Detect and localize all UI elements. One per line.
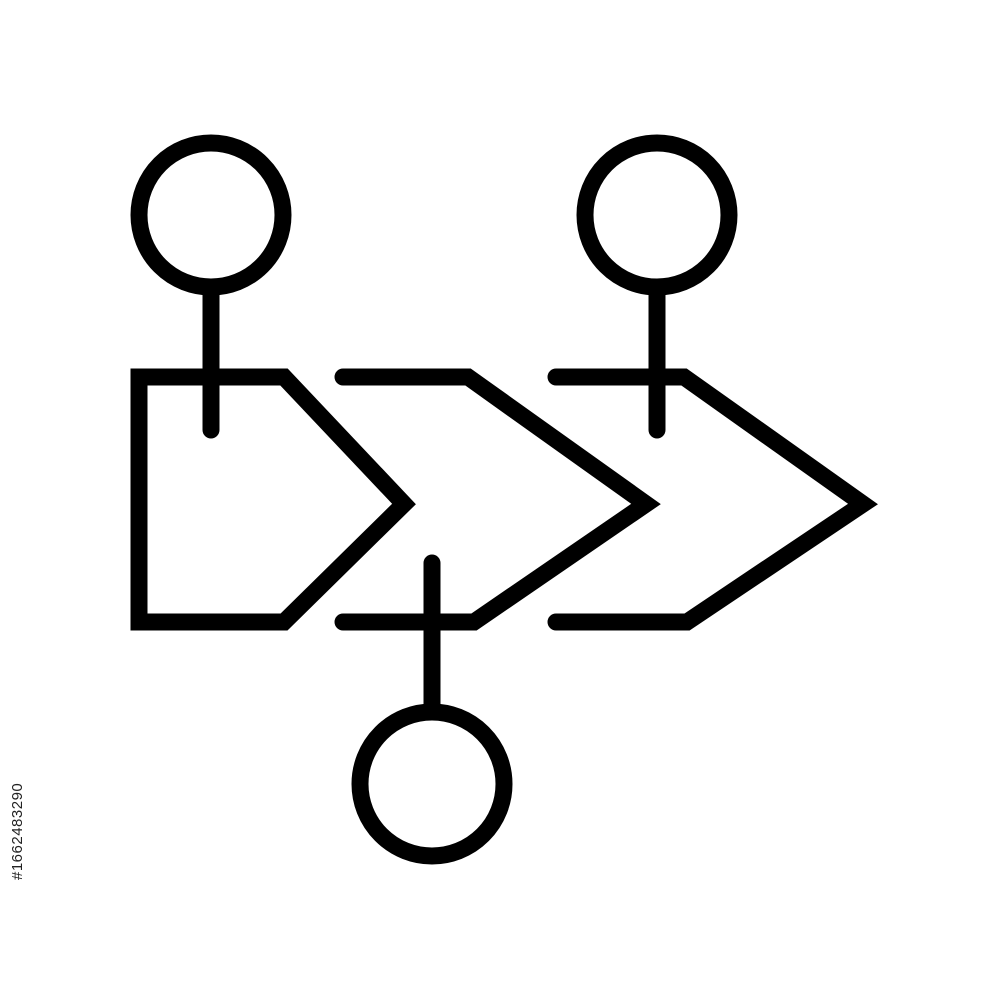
first-pentagon-arrow-shape <box>130 368 416 631</box>
third-chevron-shape <box>547 368 878 631</box>
bottom-node-circle-icon <box>351 703 513 865</box>
top-right-node-circle-icon <box>576 134 738 296</box>
top-left-node-circle-icon <box>130 134 292 296</box>
stock-image-id-label: #1662483290 <box>9 782 26 880</box>
